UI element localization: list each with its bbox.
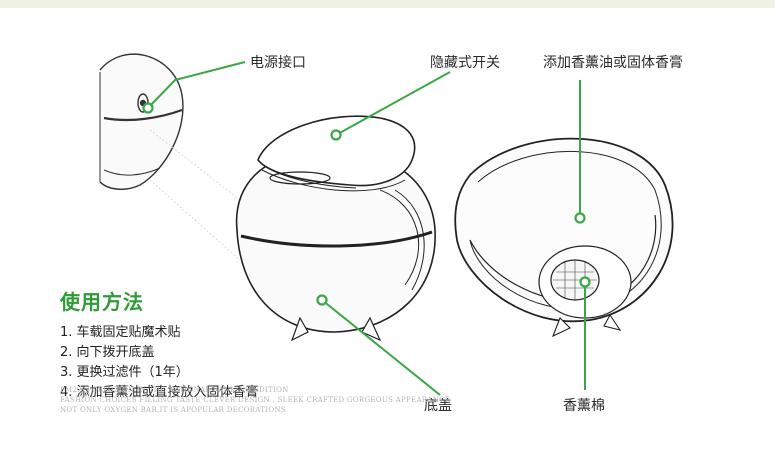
- usage-step: 1. 车载固定贴魔术贴: [60, 325, 181, 340]
- aroma-cotton-grid: [550, 259, 600, 301]
- usage-step: 2. 向下拨开底盖: [60, 345, 155, 360]
- callout-power-port: 电源接口: [250, 55, 306, 71]
- usage-instructions: 使用方法 1. 车载固定贴魔术贴 2. 向下拨开底盖 3. 更换过滤件（1年） …: [60, 286, 259, 403]
- usage-title: 使用方法: [60, 290, 144, 314]
- callout-dots: [142, 102, 591, 306]
- faint-line: NOT ONLY OXYGEN BAR,IT IS APOPULAR DECOR…: [60, 406, 286, 414]
- callout-leaders: [147, 61, 586, 396]
- faint-line: FASHION CHOICES FILLING TASTE CLEVER DES…: [60, 396, 451, 404]
- bottom-cover-open: [454, 137, 674, 338]
- callout-hidden-switch: 隐藏式开关: [430, 55, 500, 71]
- callout-aroma-cotton: 香薰棉: [563, 398, 605, 414]
- power-port-closeup: [99, 53, 184, 190]
- usage-step: 4. 添加香薰油或直接放入固体香膏: [60, 385, 259, 400]
- faint-slogan: PM2.5 POLLUTION IN THE NATIONAL RANKING …: [60, 385, 451, 415]
- top-border: [0, 0, 775, 8]
- faint-line: PM2.5 POLLUTION IN THE NATIONAL RANKING …: [60, 386, 289, 394]
- usage-steps: 1. 车载固定贴魔术贴 2. 向下拨开底盖 3. 更换过滤件（1年） 4. 添加…: [60, 323, 259, 403]
- usage-step: 3. 更换过滤件（1年）: [60, 365, 189, 380]
- guide-lines: [149, 129, 241, 261]
- callout-add-oil: 添加香薰油或固体香膏: [543, 55, 683, 71]
- callout-bottom-cover: 底盖: [424, 398, 452, 414]
- purifier-sphere: [235, 115, 436, 342]
